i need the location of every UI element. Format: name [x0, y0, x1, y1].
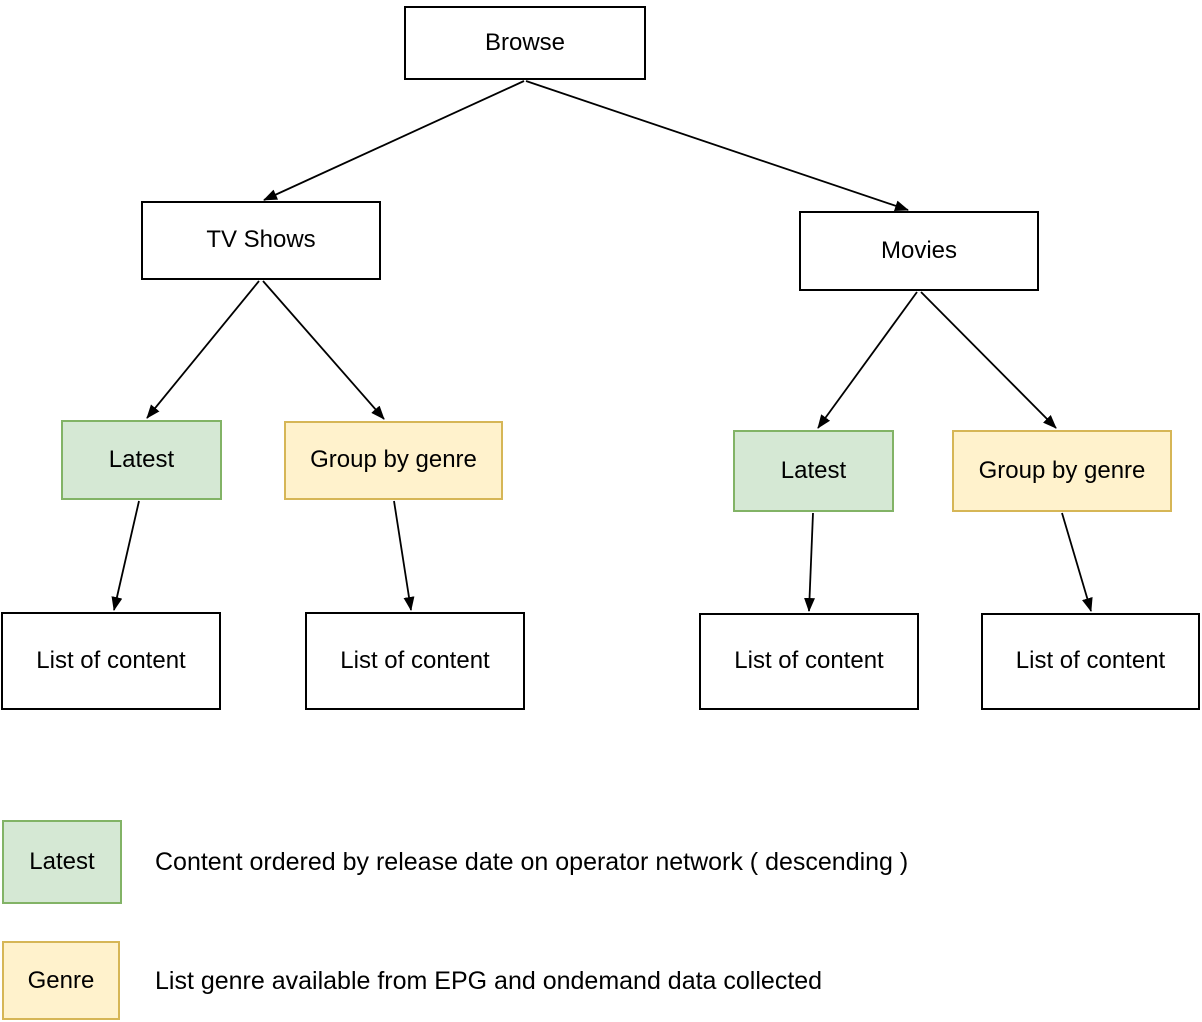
legend-swatch-latest: Latest: [2, 820, 122, 904]
edge-browse-tvshows: [263, 80, 525, 201]
edge-browse-movies: [525, 80, 909, 212]
node-tv-latest-list: List of content: [1, 612, 221, 710]
edge-tvlatest-list: [111, 500, 140, 611]
node-tv-genre-list: List of content: [305, 612, 525, 710]
node-movies-latest-list: List of content: [699, 613, 919, 710]
node-browse: Browse: [404, 6, 646, 80]
node-tv-group-by-genre: Group by genre: [284, 421, 503, 500]
edge-tvshows-latest: [146, 280, 260, 419]
edge-mlatest-list: [804, 512, 816, 612]
edge-movies-genre: [920, 291, 1057, 429]
node-movies-latest: Latest: [733, 430, 894, 512]
node-tv-shows: TV Shows: [141, 201, 381, 280]
edge-tvshows-genre: [262, 280, 385, 420]
node-movies-genre-list: List of content: [981, 613, 1200, 710]
edge-mgenre-list: [1061, 512, 1093, 612]
node-movies-group-by-genre: Group by genre: [952, 430, 1172, 512]
legend-description-latest: Content ordered by release date on opera…: [155, 848, 909, 876]
node-movies: Movies: [799, 211, 1039, 291]
edge-movies-latest: [817, 291, 918, 429]
legend-swatch-genre: Genre: [2, 941, 120, 1020]
node-tv-latest: Latest: [61, 420, 222, 500]
edge-tvgenre-list: [393, 500, 415, 611]
legend-description-genre: List genre available from EPG and ondema…: [155, 967, 823, 995]
